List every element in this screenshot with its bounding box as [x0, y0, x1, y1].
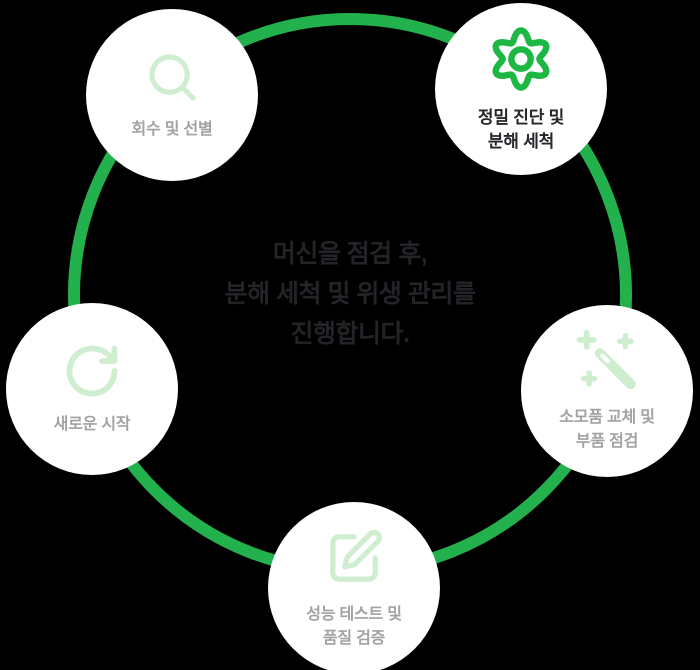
step-node-restart: 새로운 시작: [6, 303, 178, 475]
center-message-line: 머신을 점검 후,: [272, 240, 428, 268]
wand-icon: [574, 328, 640, 394]
step-node-diagnosis: 정밀 진단 및 분해 세척: [435, 3, 607, 175]
step-node-parts: 소모품 교체 및 부품 점검: [521, 305, 693, 477]
step-label-line: 부품 점검: [575, 433, 639, 450]
center-message: 머신을 점검 후, 분해 세척 및 위생 관리를 진행합니다.: [0, 234, 700, 354]
step-label-line: 품질 검증: [322, 630, 386, 647]
step-label: 소모품 교체 및 부품 점검: [559, 406, 655, 454]
step-label-line: 성능 테스트 및: [306, 606, 402, 623]
step-label: 정밀 진단 및 분해 세척: [478, 106, 564, 154]
edit-icon: [323, 525, 385, 591]
step-label-line: 소모품 교체 및: [559, 409, 655, 426]
step-label: 성능 테스트 및 품질 검증: [306, 603, 402, 651]
step-label-line: 새로운 시작: [53, 416, 131, 433]
step-label: 새로운 시작: [54, 413, 131, 437]
step-label-line: 회수 및 선별: [131, 121, 213, 138]
rotate-cw-icon: [62, 341, 122, 401]
step-label-line: 분해 세척: [487, 132, 555, 151]
step-node-recovery: 회수 및 선별: [86, 9, 258, 181]
step-label-line: 정밀 진단 및: [477, 108, 565, 127]
step-node-test: 성능 테스트 및 품질 검증: [268, 502, 440, 670]
search-icon: [143, 48, 201, 106]
gear-icon: [486, 24, 556, 94]
center-message-line: 분해 세척 및 위생 관리를: [224, 280, 476, 308]
step-label: 회수 및 선별: [131, 118, 212, 142]
center-message-line: 진행합니다.: [290, 320, 410, 348]
